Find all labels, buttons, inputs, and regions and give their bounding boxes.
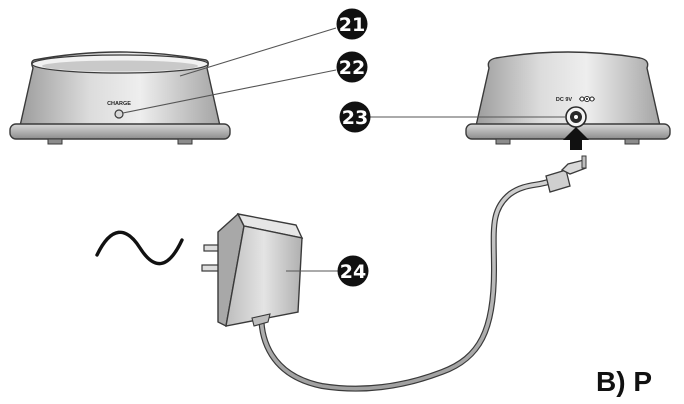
dc-input-label: DC 9V — [556, 97, 573, 103]
adapter-body — [225, 225, 303, 327]
callout-24-label: 24 — [340, 261, 366, 283]
callout-22-label: 22 — [339, 57, 365, 79]
insert-arrow-icon — [563, 127, 589, 150]
callout-23: 23 — [339, 101, 371, 133]
charge-indicator-light — [114, 109, 124, 119]
charger-front-view: CHARGE — [9, 51, 231, 145]
callout-23-label: 23 — [342, 107, 368, 129]
callout-24: 24 — [337, 255, 369, 287]
power-cable — [258, 155, 587, 392]
ac-wave-icon — [95, 230, 184, 266]
section-title: B) P — [596, 366, 652, 397]
callout-21: 21 — [336, 8, 368, 40]
callout-21-label: 21 — [339, 14, 365, 36]
power-adapter — [201, 212, 304, 328]
polarity-symbol-icon — [579, 95, 595, 103]
charge-label: CHARGE — [107, 101, 131, 107]
leader-lines — [122, 27, 566, 272]
charger-rear-view: DC 9V — [465, 51, 671, 150]
charger-rear-body — [475, 51, 661, 127]
charger-front-base — [9, 123, 231, 140]
dc-plug — [545, 155, 587, 193]
callout-22: 22 — [336, 51, 368, 83]
